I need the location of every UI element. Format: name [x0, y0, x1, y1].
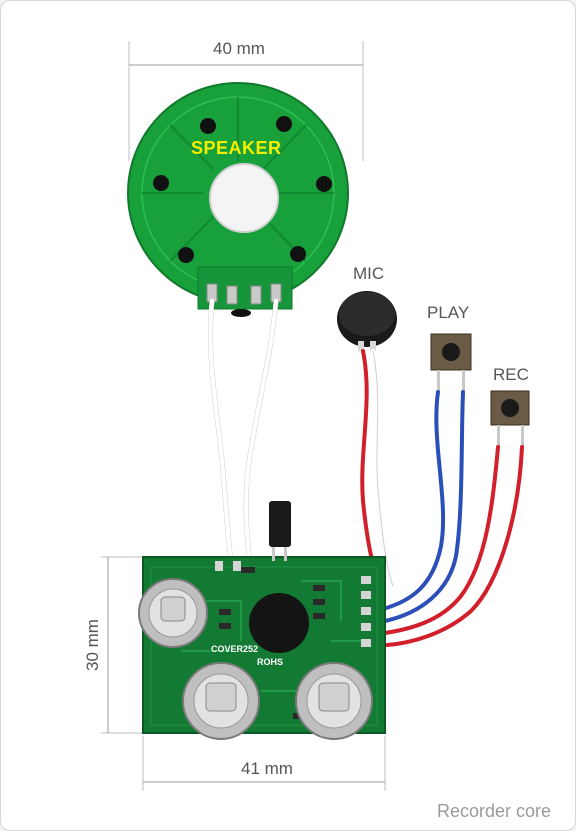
coin-holder-left [138, 578, 208, 648]
board-width-label: 41 mm [241, 759, 293, 778]
mic-label: MIC [353, 264, 385, 283]
pcb-model-label: COVER252 [211, 644, 259, 654]
play-wires [381, 390, 465, 623]
speaker-width-label: 40 mm [213, 39, 265, 58]
speaker [127, 82, 349, 317]
chip-blob [249, 593, 309, 653]
speaker-label: SPEAKER [191, 138, 282, 158]
rec-wires [383, 445, 524, 647]
rec-label: REC [493, 365, 529, 384]
rec-button-part [490, 390, 530, 447]
speaker-wires [207, 298, 279, 579]
speaker-dome [209, 163, 279, 233]
microphone [337, 291, 397, 351]
circuit-board [138, 501, 386, 740]
pcb-rohs-label: ROHS [257, 657, 284, 667]
coin-holder-bottom-left [182, 662, 260, 740]
coin-holder-bottom-right [295, 662, 373, 740]
caption: Recorder core [436, 801, 551, 821]
board-height-label: 30 mm [82, 619, 102, 671]
mic-wires [360, 349, 395, 588]
play-label: PLAY [427, 303, 470, 322]
play-button-part [430, 333, 472, 392]
